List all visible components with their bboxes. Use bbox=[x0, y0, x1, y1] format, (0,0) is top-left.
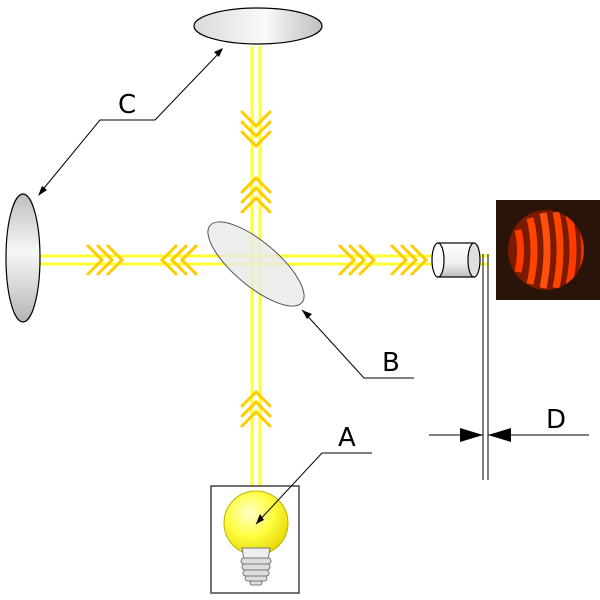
chevron-down-top bbox=[240, 110, 272, 149]
callout-line-c-top bbox=[154, 49, 223, 121]
chevron-right-right-arm-1 bbox=[338, 244, 377, 276]
label-a: A bbox=[338, 423, 356, 453]
callout-line-b bbox=[301, 309, 414, 379]
chevron-up-lower bbox=[240, 389, 272, 428]
bulb-screw-base bbox=[240, 557, 272, 586]
chevron-left-left-arm bbox=[159, 244, 198, 276]
arrowhead-b bbox=[302, 310, 312, 319]
detector-lens bbox=[431, 242, 481, 278]
chevron-right-right-arm-2 bbox=[390, 244, 429, 276]
arrowhead-d-left bbox=[460, 428, 483, 442]
arrowhead-d-right bbox=[488, 428, 511, 442]
label-c: C bbox=[118, 90, 136, 120]
label-b: B bbox=[382, 348, 400, 378]
arrowhead-c-top bbox=[214, 48, 223, 57]
left-mirror bbox=[5, 193, 41, 323]
beam-direction-chevrons bbox=[86, 110, 429, 428]
callout-line-a bbox=[255, 452, 372, 525]
screen-plate bbox=[482, 254, 489, 480]
beam-splitter bbox=[207, 221, 305, 307]
chevron-up-upper bbox=[240, 175, 272, 214]
top-mirror bbox=[193, 7, 323, 45]
light-source bbox=[210, 485, 300, 594]
chevron-right-left-arm bbox=[86, 244, 125, 276]
arrowhead-a bbox=[256, 514, 264, 524]
arrowhead-c-bottom bbox=[38, 186, 47, 196]
label-d: D bbox=[546, 405, 566, 435]
callout-line-c bbox=[39, 119, 155, 194]
interference-pattern bbox=[496, 200, 600, 300]
arrowheads bbox=[38, 48, 511, 524]
